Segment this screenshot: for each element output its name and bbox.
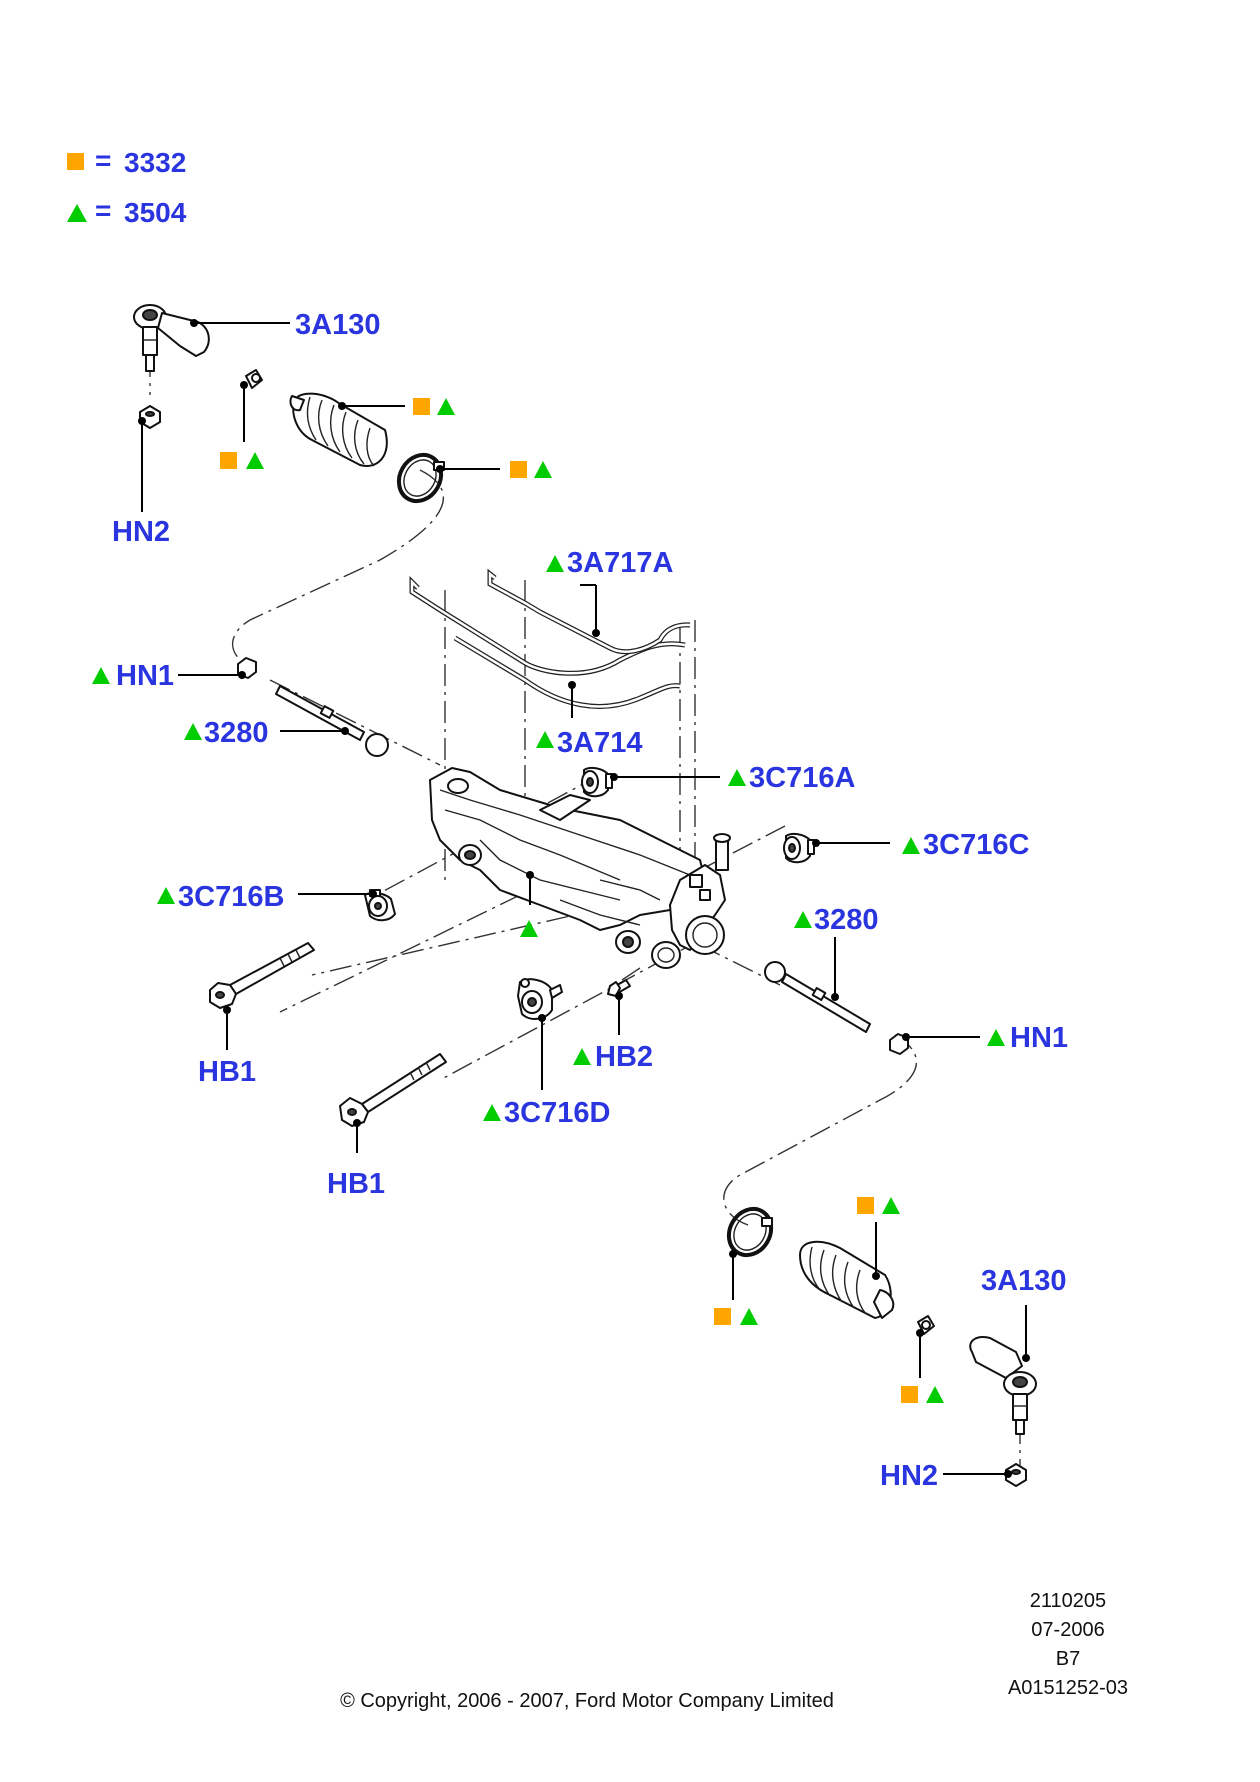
steering-rack-housing xyxy=(429,767,731,969)
clamp-small-upper xyxy=(245,369,263,389)
callout-hn1-left: HN1 xyxy=(116,660,174,692)
bushing-3c716a xyxy=(581,766,613,798)
legend-equals-2: = xyxy=(95,195,111,226)
callout-3a717a: 3A717A xyxy=(567,547,673,579)
tie-rod-end-lower xyxy=(969,1336,1037,1435)
square-marker-icon xyxy=(67,153,84,170)
callout-hn1-right: HN1 xyxy=(1010,1022,1068,1054)
bolt-hb1-lower xyxy=(339,1053,447,1127)
hydraulic-pipes xyxy=(409,568,691,709)
legend-equals-1: = xyxy=(95,145,111,176)
clamp-ring-upper xyxy=(396,452,445,504)
footer: 2110205 07-2006 B7 A0151252-03 © Copyrig… xyxy=(340,1590,1128,1712)
callout-3280-right: 3280 xyxy=(814,904,879,936)
callout-3c716c: 3C716C xyxy=(923,829,1029,861)
bolt-hb1-left xyxy=(209,942,315,1009)
callout-hb2: HB2 xyxy=(595,1041,653,1073)
ref-line-2: 07-2006 xyxy=(1031,1619,1104,1641)
callout-3a714: 3A714 xyxy=(557,727,642,759)
callout-3a130-upper: 3A130 xyxy=(295,309,380,341)
callout-3c716a: 3C716A xyxy=(749,762,855,794)
legend-square-code: 3332 xyxy=(124,147,186,178)
boot-upper xyxy=(289,392,388,467)
callout-3c716b: 3C716B xyxy=(178,881,284,913)
callout-3a130-lower: 3A130 xyxy=(981,1265,1066,1297)
ref-line-1: 2110205 xyxy=(1030,1590,1106,1612)
legend-triangle-code: 3504 xyxy=(124,197,187,228)
ref-line-4: A0151252-03 xyxy=(1008,1677,1128,1699)
callout-hb1-left: HB1 xyxy=(198,1056,256,1088)
callout-3280-left: 3280 xyxy=(204,717,269,749)
bushing-3c716c xyxy=(783,832,815,864)
callout-hn2-upper: HN2 xyxy=(112,516,170,548)
bushing-3c716d xyxy=(517,978,563,1020)
inner-tie-rod-left xyxy=(275,685,389,757)
clamp-ring-lower xyxy=(726,1206,774,1258)
legend: = 3332 = 3504 xyxy=(67,145,187,228)
tie-rod-end-upper xyxy=(133,304,210,372)
bolt-hb2 xyxy=(607,979,631,997)
callout-hb1-lower: HB1 xyxy=(327,1168,385,1200)
boot-lower xyxy=(799,1240,895,1319)
inner-tie-rod-right xyxy=(764,961,871,1033)
callout-hn2-lower: HN2 xyxy=(880,1460,938,1492)
copyright: © Copyright, 2006 - 2007, Ford Motor Com… xyxy=(340,1690,834,1712)
nut-hn2-lower xyxy=(1005,1463,1027,1487)
callout-3c716d: 3C716D xyxy=(504,1097,610,1129)
ref-line-3: B7 xyxy=(1056,1648,1080,1670)
triangle-marker-icon xyxy=(67,204,87,222)
